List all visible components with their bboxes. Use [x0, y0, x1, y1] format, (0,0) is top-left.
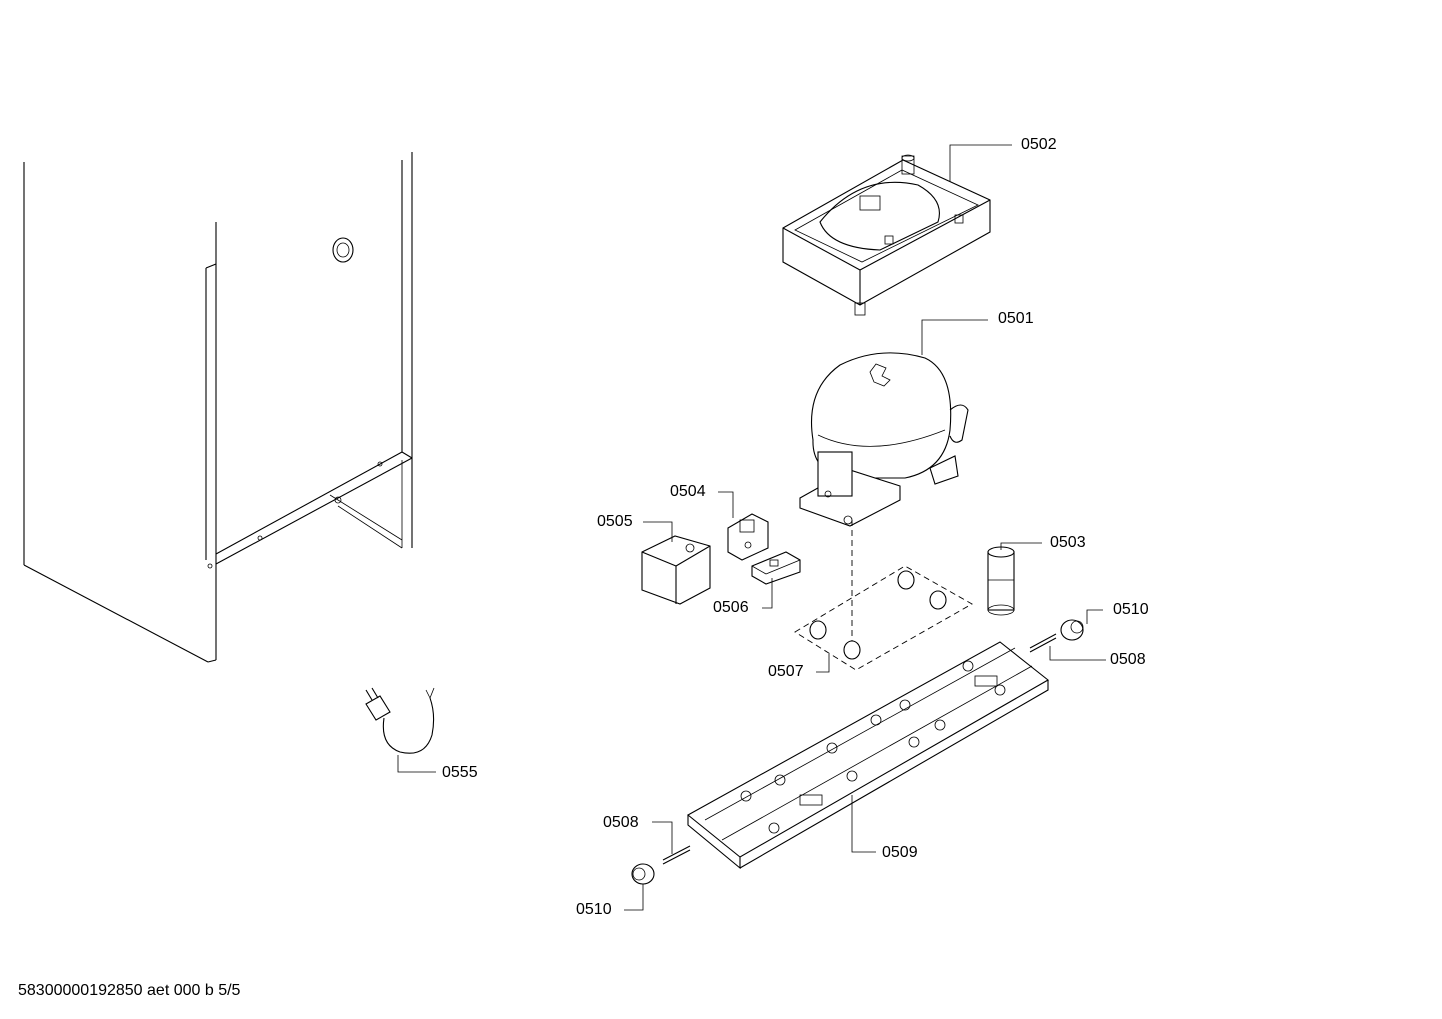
label-0507: 0507	[768, 663, 804, 680]
part-0510-foot-left	[631, 863, 655, 885]
label-0501: 0501	[998, 310, 1034, 327]
part-0505-cover	[641, 535, 711, 605]
part-0507-grommets	[794, 520, 973, 671]
label-0510-right: 0510	[1113, 601, 1149, 618]
part-0501-compressor	[799, 352, 969, 527]
cabinet-body	[23, 152, 413, 663]
label-0502: 0502	[1021, 136, 1057, 153]
part-0503-capacitor	[987, 546, 1015, 616]
part-0509-base-rail	[687, 641, 1049, 870]
part-0506-overload	[751, 551, 801, 585]
part-0504-relay	[727, 513, 769, 561]
label-0503: 0503	[1050, 534, 1086, 551]
label-0505: 0505	[597, 513, 633, 530]
leader-lines	[397, 144, 1106, 911]
label-0508-left: 0508	[603, 814, 639, 831]
part-0508-pin-right	[1029, 633, 1057, 653]
label-0506: 0506	[713, 599, 749, 616]
cabinet-vent-ring	[332, 237, 354, 263]
part-0508-pin-left	[662, 845, 691, 865]
part-0502-drip-tray	[782, 154, 991, 316]
label-0510-left: 0510	[576, 901, 612, 918]
label-0555: 0555	[442, 764, 478, 781]
part-0555-power-cable	[365, 687, 435, 754]
label-0509: 0509	[882, 844, 918, 861]
label-0508-right: 0508	[1110, 651, 1146, 668]
document-footer-code: 58300000192850 aet 000 b 5/5	[18, 982, 241, 999]
label-0504: 0504	[670, 483, 706, 500]
part-0510-foot-right	[1060, 619, 1084, 641]
